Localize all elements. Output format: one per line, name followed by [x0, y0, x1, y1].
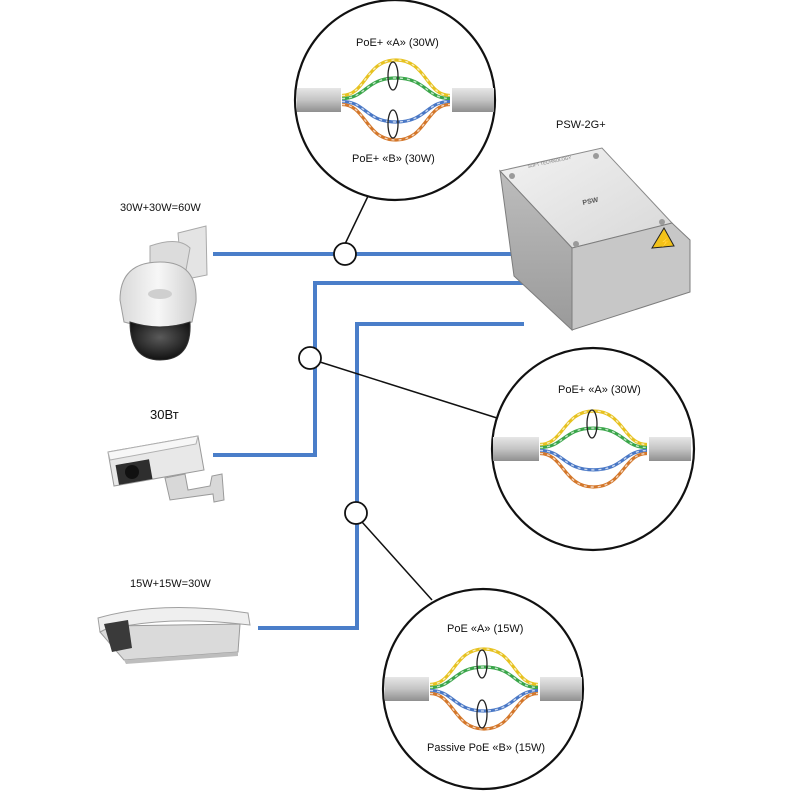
blue-pair-wire — [341, 100, 451, 123]
callout-3-jacket-right — [540, 677, 582, 701]
green-pair-wire — [539, 427, 648, 449]
green-pair-wire — [341, 77, 451, 100]
callout-2-ring-a — [586, 409, 598, 439]
orange-pair-wire — [429, 691, 539, 731]
blue-pair-wire — [539, 449, 648, 471]
blue-pair-wire — [429, 689, 539, 712]
callout-2-jacket-right — [649, 437, 691, 461]
psw-switch-box: PSW-2G+ SOFT TECHNOLOGY PSW ⚡ — [499, 119, 691, 332]
callout-leaders — [319, 191, 498, 601]
orange-pair-wire — [341, 102, 451, 142]
callout-3-ring-a — [476, 649, 488, 679]
callout-1-ring-b — [387, 109, 399, 139]
svg-text:⚡: ⚡ — [660, 236, 671, 248]
callout-3-top-label: PoE «A» (15W) — [447, 623, 523, 635]
callout-1-ring-a — [387, 61, 399, 91]
cable-housing-camera — [258, 322, 524, 630]
switch-label: PSW-2G+ — [556, 119, 606, 131]
callout-3-bottom-label: Passive PoE «B» (15W) — [427, 742, 545, 754]
dome-camera: 30W+30W=60W — [119, 202, 208, 361]
callout-3-jacket-left — [385, 677, 429, 701]
callout-3-ring-b — [476, 699, 488, 729]
junction-marker-3 — [344, 501, 368, 525]
callout-1-wire-pairs — [341, 58, 451, 142]
switch-brand-text: PSW — [582, 197, 599, 207]
yellow-pair-wire — [429, 647, 539, 687]
callout-1-jacket-right — [452, 88, 494, 112]
callout-1-top-label: PoE+ «A» (30W) — [356, 37, 439, 49]
housing-camera-label: 15W+15W=30W — [130, 578, 211, 590]
callout-2: PoE+ «A» (30W) — [490, 346, 696, 552]
callout-2-top-label: PoE+ «A» (30W) — [558, 384, 641, 396]
junction-marker-2 — [298, 346, 322, 370]
callout-3-wire-pairs — [429, 647, 539, 731]
yellow-pair-wire — [341, 58, 451, 98]
dome-camera-label: 30W+30W=60W — [120, 202, 201, 214]
cable-network — [213, 252, 524, 630]
junction-markers — [298, 242, 368, 525]
callout-3: PoE «A» (15W) Passive PoE «B» (15W) — [381, 587, 585, 791]
junction-marker-1 — [333, 242, 357, 266]
warning-triangle-icon — [651, 227, 675, 249]
housing-camera: 15W+15W=30W — [97, 578, 251, 664]
cable-box-camera — [213, 281, 524, 457]
green-pair-wire — [429, 666, 539, 689]
orange-pair-wire — [539, 452, 648, 488]
callout-1-jacket-left — [297, 88, 341, 112]
callout-2-jacket-left — [493, 437, 539, 461]
callout-1: PoE+ «A» (30W) PoE+ «B» (30W) — [293, 0, 497, 202]
box-camera: 30Вт — [107, 407, 225, 503]
box-camera-label: 30Вт — [150, 407, 179, 422]
callout-1-bottom-label: PoE+ «B» (30W) — [352, 153, 435, 165]
